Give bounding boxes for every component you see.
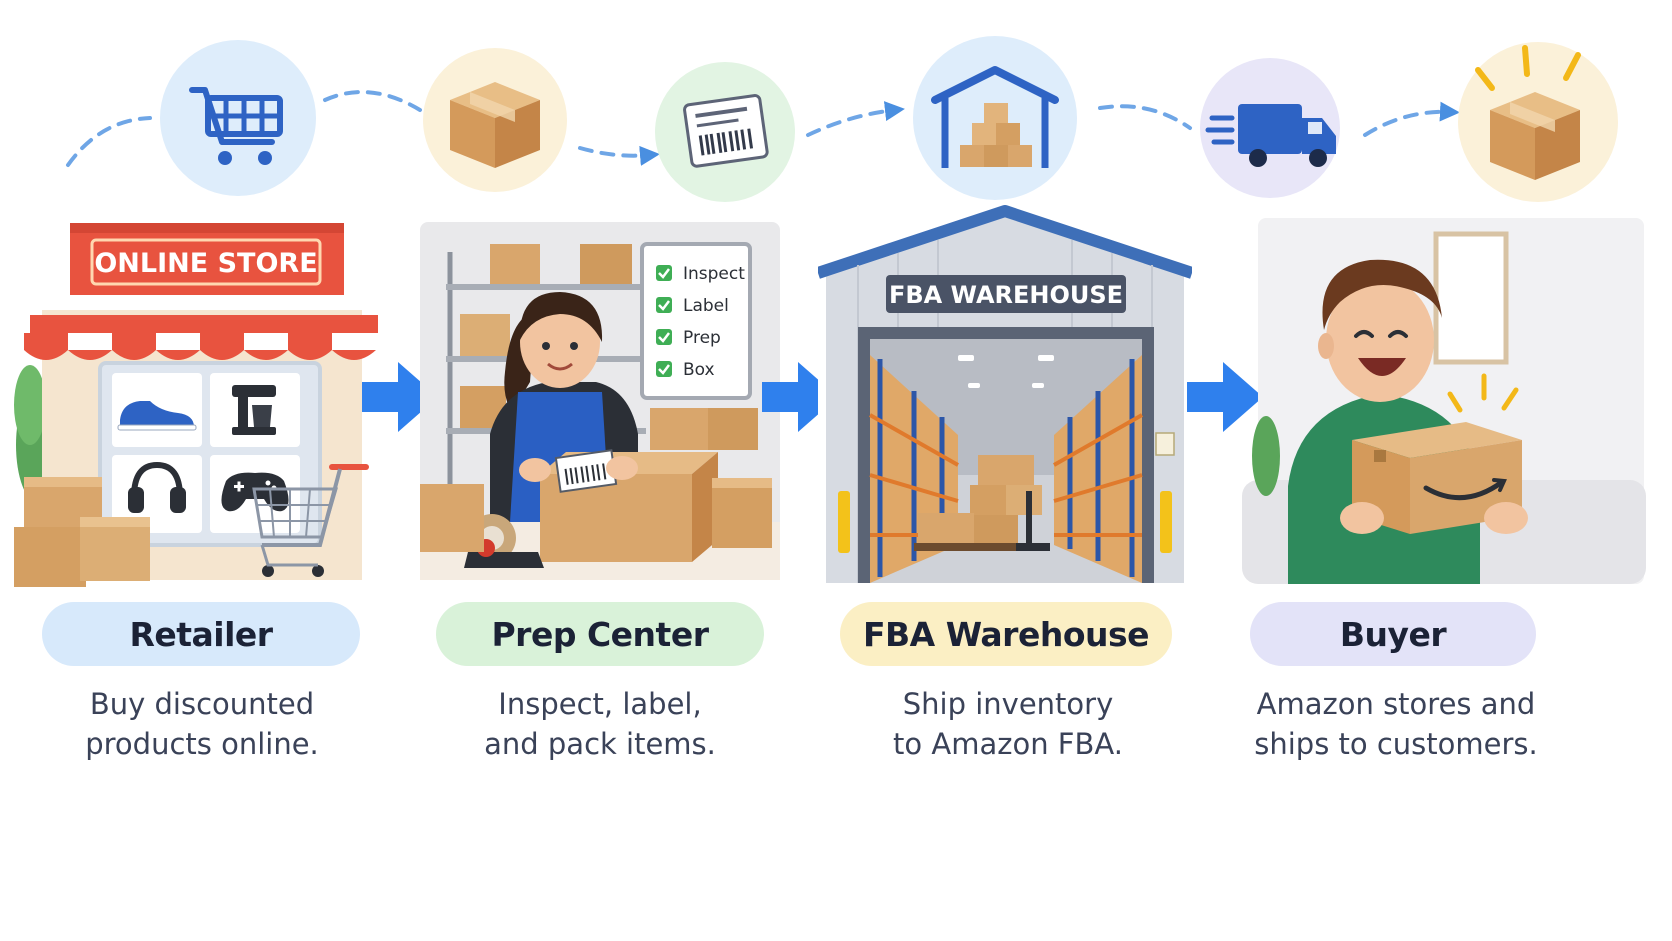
step-title-prep-center: Prep Center	[436, 602, 764, 666]
description-line: Inspect, label,	[498, 687, 702, 721]
dashed-connector	[66, 116, 152, 167]
dashed-connector	[806, 101, 905, 137]
package-being-labelled	[540, 452, 718, 562]
checklist-item: Prep	[683, 328, 721, 348]
online-store-sign: ONLINE STORE	[94, 248, 317, 279]
step-description-prep-center: Inspect, label, and pack items.	[410, 684, 790, 764]
description-line: Ship inventory	[902, 687, 1114, 721]
checklist-item: Label	[683, 296, 729, 316]
shipping-label-icon	[554, 449, 618, 493]
description-line: and pack items.	[484, 727, 716, 761]
fba-warehouse-illustration: FBA WAREHOUSE	[818, 205, 1192, 585]
box-icon	[423, 48, 567, 192]
step-title-retailer: Retailer	[42, 602, 360, 666]
dashed-connector	[323, 90, 422, 112]
retailer-illustration: ONLINE STORE	[14, 223, 384, 587]
shopping-cart-icon	[252, 464, 369, 577]
truck-icon	[1200, 58, 1340, 198]
cart-icon	[160, 40, 316, 196]
awning	[24, 315, 384, 360]
step-title-buyer: Buyer	[1250, 602, 1536, 666]
sneaker-icon	[117, 401, 197, 431]
flow-arrow-1	[362, 362, 438, 432]
description-line: to Amazon FBA.	[893, 727, 1123, 761]
description-line: ships to customers.	[1254, 727, 1538, 761]
fba-warehouse-sign: FBA WAREHOUSE	[889, 281, 1123, 309]
description-line: products online.	[85, 727, 319, 761]
top-icon-flow	[66, 36, 1618, 202]
delivered-box-icon	[1458, 42, 1618, 202]
checklist-item: Inspect	[683, 264, 745, 284]
description-line: Buy discounted	[89, 687, 315, 721]
checklist-board: Inspect Label Prep Box	[640, 242, 752, 400]
flow-arrow-3	[1187, 362, 1263, 432]
cardboard-boxes	[14, 477, 150, 587]
flow-arrow-2	[762, 362, 838, 432]
prep-center-illustration: Inspect Label Prep Box	[420, 222, 780, 580]
step-description-buyer: Amazon stores and ships to customers.	[1206, 684, 1586, 764]
headphones-icon	[128, 461, 186, 513]
coffee-maker-icon	[232, 385, 276, 435]
checklist-item: Box	[683, 360, 715, 380]
step-title-fba-warehouse: FBA Warehouse	[840, 602, 1172, 666]
pallet-boxes	[914, 455, 1050, 551]
step-description-retailer: Buy discounted products online.	[12, 684, 392, 764]
dashed-connector	[578, 145, 660, 166]
buyer-illustration	[1242, 218, 1646, 584]
step-description-fba-warehouse: Ship inventory to Amazon FBA.	[818, 684, 1198, 764]
warehouse-icon	[913, 36, 1077, 200]
dashed-connector	[1363, 101, 1460, 137]
label-icon	[655, 62, 795, 202]
dashed-connector	[1098, 104, 1192, 130]
description-line: Amazon stores and	[1256, 687, 1536, 721]
